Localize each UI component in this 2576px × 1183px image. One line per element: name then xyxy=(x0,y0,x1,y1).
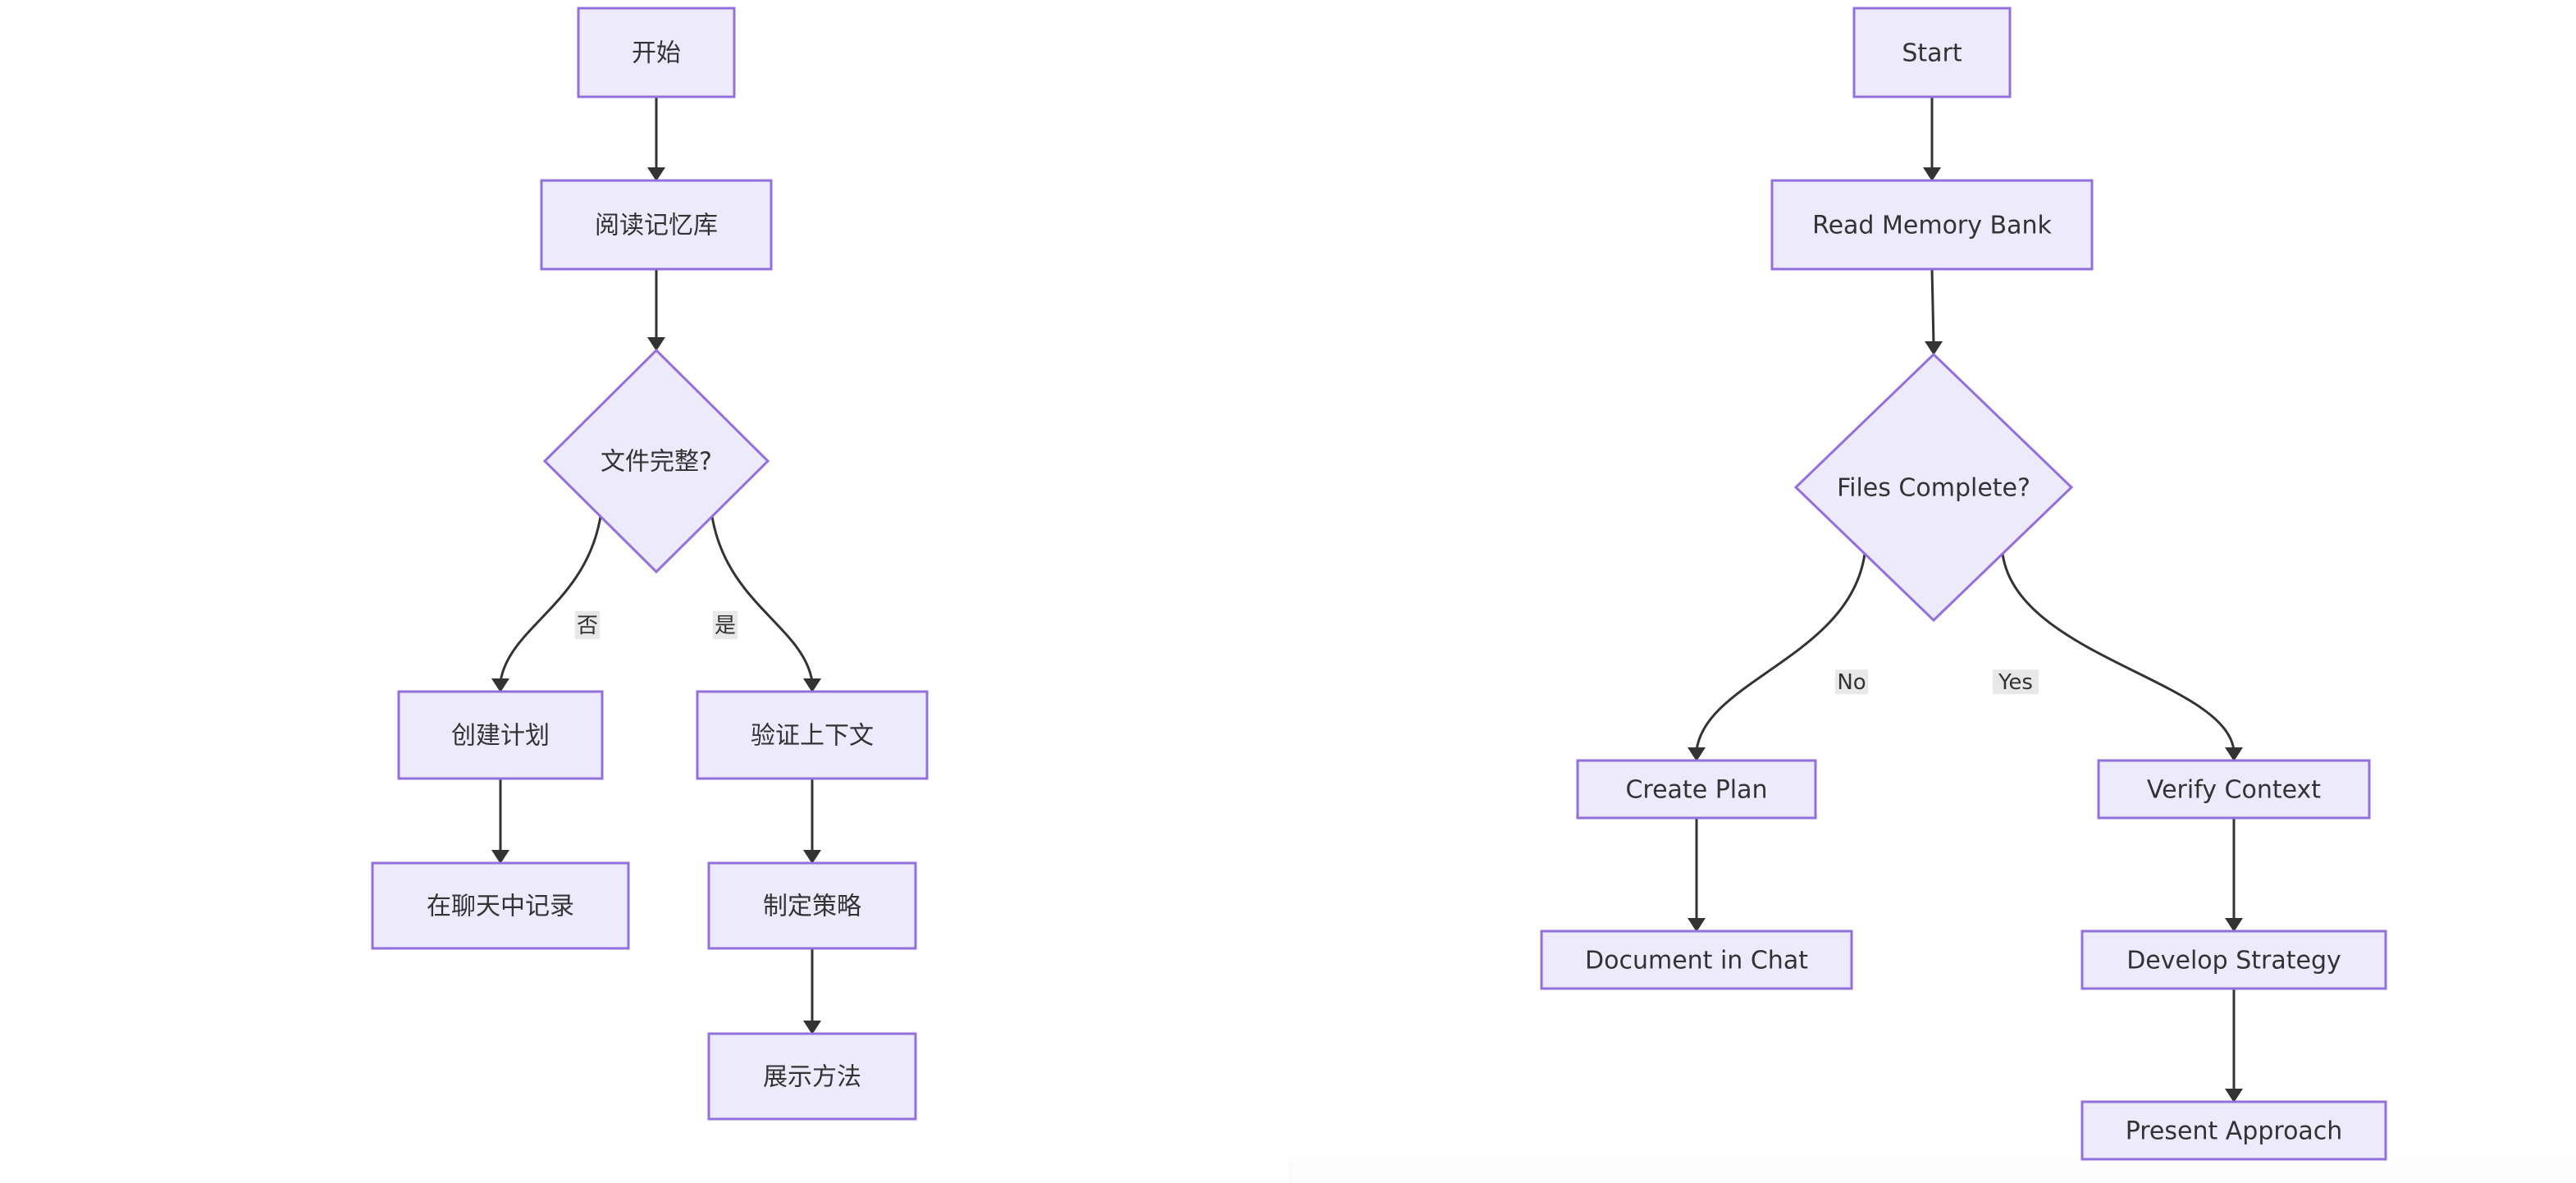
node-decide[interactable]: Files Complete? xyxy=(1793,352,2074,623)
arrowhead-icon xyxy=(2225,747,2243,761)
edge-label-chip xyxy=(1993,669,2039,695)
node-strategy[interactable]: Develop Strategy xyxy=(2080,930,2387,990)
process-box-shape[interactable] xyxy=(2080,1100,2387,1161)
arrowhead-icon xyxy=(2225,918,2243,932)
process-box-shape[interactable] xyxy=(707,1032,917,1121)
edge-read-to-decide xyxy=(647,269,665,351)
node-label: 验证上下文 xyxy=(751,722,874,751)
node-label: 展示方法 xyxy=(763,1063,861,1092)
node-label: Develop Strategy xyxy=(2126,947,2341,975)
node-label: 文件完整? xyxy=(601,448,712,477)
arrowhead-icon xyxy=(491,678,509,692)
arrowhead-icon xyxy=(647,167,665,181)
node-document[interactable]: Document in Chat xyxy=(1540,930,1853,990)
node-start[interactable]: 开始 xyxy=(577,7,736,98)
edge-label-text: 是 xyxy=(715,614,736,638)
node-document[interactable]: 在聊天中记录 xyxy=(371,861,630,950)
process-box-shape[interactable] xyxy=(397,690,604,780)
node-verify[interactable]: 验证上下文 xyxy=(696,690,929,780)
process-box-shape[interactable] xyxy=(1540,930,1853,990)
node-read[interactable]: 阅读记忆库 xyxy=(540,179,773,271)
node-plan[interactable]: Create Plan xyxy=(1576,759,1817,820)
edge-label-chip xyxy=(575,610,600,639)
edge-start-to-read xyxy=(1923,97,1941,181)
edge-strategy-to-present xyxy=(803,948,821,1035)
arrowhead-icon xyxy=(1688,747,1706,761)
edge-line xyxy=(499,516,602,683)
arrowhead-icon xyxy=(647,337,665,351)
node-label: 在聊天中记录 xyxy=(427,893,574,921)
process-box-shape[interactable] xyxy=(1576,759,1817,820)
node-label: 制定策略 xyxy=(763,893,861,921)
arrowhead-icon xyxy=(803,678,821,692)
node-label: 开始 xyxy=(632,39,681,68)
arrowhead-icon xyxy=(1925,341,1943,355)
node-label: Present Approach xyxy=(2126,1117,2343,1146)
node-label: Verify Context xyxy=(2147,776,2321,805)
node-read[interactable]: Read Memory Bank xyxy=(1770,179,2094,271)
edge-line xyxy=(1695,553,1866,751)
decision-diamond-shape[interactable] xyxy=(1793,352,2074,623)
edge-line xyxy=(1930,268,1935,345)
node-label: Start xyxy=(1902,39,1962,68)
edge-verify-to-strategy xyxy=(2225,818,2243,932)
edge-label-text: 否 xyxy=(577,614,598,638)
node-present[interactable]: Present Approach xyxy=(2080,1100,2387,1161)
arrowhead-icon xyxy=(803,850,821,864)
arrowhead-icon xyxy=(1923,167,1941,181)
node-strategy[interactable]: 制定策略 xyxy=(707,861,917,950)
arrowhead-icon xyxy=(491,850,509,864)
edge-plan-to-document xyxy=(1688,818,1706,932)
node-plan[interactable]: 创建计划 xyxy=(397,690,604,780)
process-box-shape[interactable] xyxy=(577,7,736,98)
node-label: Files Complete? xyxy=(1837,474,2030,503)
node-label: 阅读记忆库 xyxy=(595,212,718,240)
panel-background-wash xyxy=(1288,1161,2576,1183)
edge-decide-to-verify: 是 xyxy=(710,516,821,692)
edge-label-text: Yes xyxy=(1998,670,2033,695)
edge-decide-to-plan: No xyxy=(1688,553,1868,761)
process-box-shape[interactable] xyxy=(371,861,630,950)
process-box-shape[interactable] xyxy=(1770,179,2094,271)
edge-plan-to-document xyxy=(491,779,509,864)
process-box-shape[interactable] xyxy=(1852,7,2012,98)
node-verify[interactable]: Verify Context xyxy=(2097,759,2371,820)
edge-decide-to-verify: Yes xyxy=(1993,553,2243,761)
decision-diamond-shape[interactable] xyxy=(542,348,770,574)
arrowhead-icon xyxy=(2225,1089,2243,1103)
node-label: Document in Chat xyxy=(1585,947,1808,975)
process-box-shape[interactable] xyxy=(2080,930,2387,990)
process-box-shape[interactable] xyxy=(707,861,917,950)
edge-line xyxy=(2001,553,2236,751)
edge-label-chip xyxy=(1835,669,1868,695)
node-decide[interactable]: 文件完整? xyxy=(542,348,770,574)
process-box-shape[interactable] xyxy=(540,179,773,271)
edge-label-chip xyxy=(713,610,738,639)
edge-strategy-to-present xyxy=(2225,989,2243,1103)
node-present[interactable]: 展示方法 xyxy=(707,1032,917,1121)
process-box-shape[interactable] xyxy=(2097,759,2371,820)
edge-label-text: No xyxy=(1837,670,1866,695)
edge-read-to-decide xyxy=(1925,268,1943,355)
edge-line xyxy=(710,516,814,683)
edge-verify-to-strategy xyxy=(803,779,821,864)
process-box-shape[interactable] xyxy=(696,690,929,780)
node-label: 创建计划 xyxy=(451,722,550,751)
edge-decide-to-plan: 否 xyxy=(491,516,602,692)
edge-start-to-read xyxy=(647,97,665,181)
node-label: Create Plan xyxy=(1625,776,1767,805)
arrowhead-icon xyxy=(1688,918,1706,932)
node-start[interactable]: Start xyxy=(1852,7,2012,98)
arrowhead-icon xyxy=(803,1021,821,1035)
node-label: Read Memory Bank xyxy=(1812,212,2052,240)
